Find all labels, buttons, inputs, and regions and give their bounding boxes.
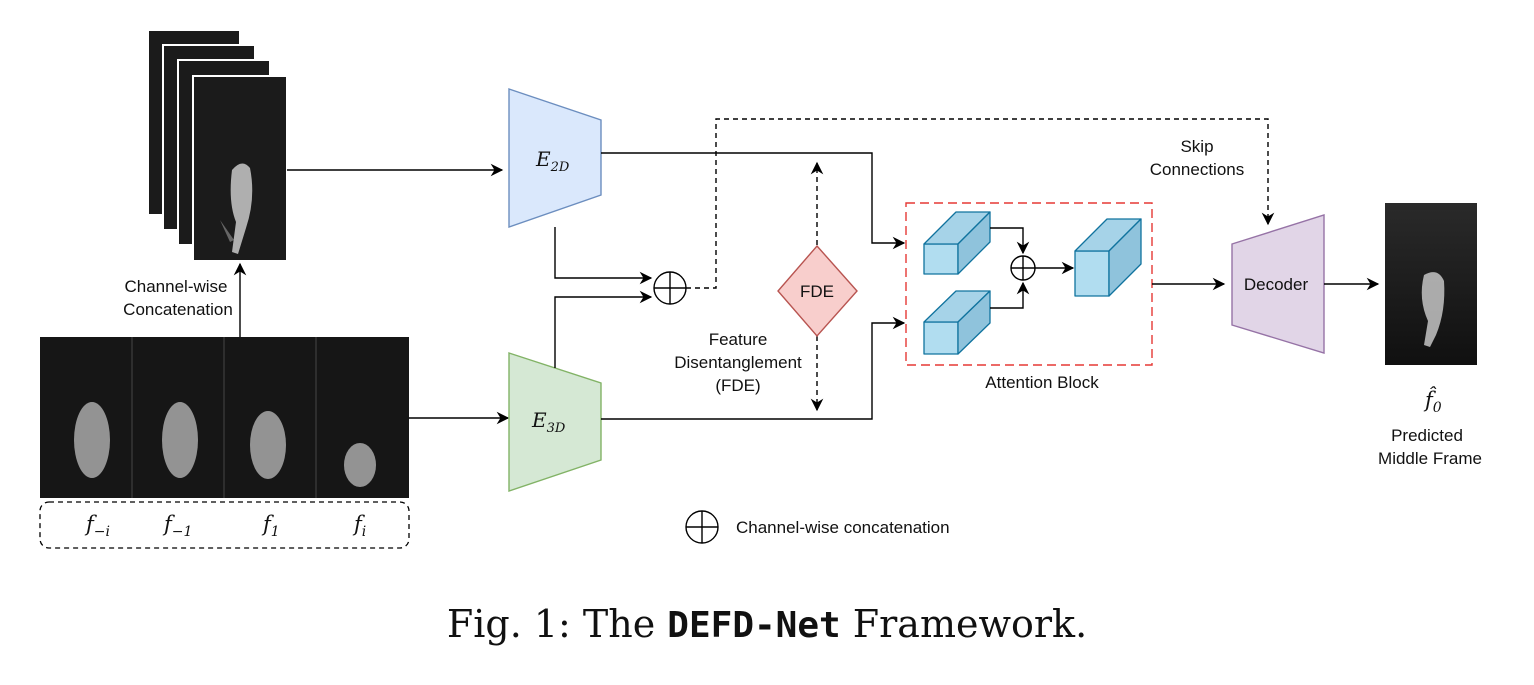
svg-text:E3D: E3D xyxy=(531,408,566,436)
predicted-label-line1: Predicted xyxy=(1391,426,1463,445)
attention-sum-symbol xyxy=(1010,255,1036,281)
e2d-encoder: E2D xyxy=(508,88,602,228)
output-symbol: f̂0 xyxy=(1423,387,1442,416)
concat-label-line1: Channel-wise xyxy=(125,277,228,296)
e3d-to-attention xyxy=(601,316,906,420)
predicted-label-line2: Middle Frame xyxy=(1378,449,1482,468)
frame-label: f1 xyxy=(261,512,280,540)
frame-label: fi xyxy=(352,512,366,540)
fde-diamond: FDE xyxy=(777,244,858,338)
attention-block-label: Attention Block xyxy=(985,373,1099,392)
feature-label-line3: (FDE) xyxy=(715,376,760,395)
frame-label: f−1 xyxy=(162,512,192,540)
feature-label-line2: Disentanglement xyxy=(674,353,802,372)
concat-label-line2: Concatenation xyxy=(123,300,233,319)
e3d-to-concat xyxy=(554,290,653,368)
predicted-frame-image xyxy=(1385,203,1477,365)
attention-cube xyxy=(923,290,991,355)
frame-labels: f−i f−1 f1 fi xyxy=(84,512,366,540)
e2d-to-concat xyxy=(554,227,653,285)
frame-label: f−i xyxy=(84,512,110,540)
svg-text:Decoder: Decoder xyxy=(1244,275,1309,294)
e3d-encoder: E3D xyxy=(508,352,602,492)
skip-label-line1: Skip xyxy=(1180,137,1213,156)
decoder: Decoder xyxy=(1231,214,1325,354)
skip-connection-path xyxy=(686,118,1275,289)
skip-label-line2: Connections xyxy=(1150,160,1245,179)
feature-label-line1: Feature xyxy=(709,330,768,349)
cube1-to-sum xyxy=(990,227,1030,255)
cube2-to-sum xyxy=(990,281,1030,309)
legend-label: Channel-wise concatenation xyxy=(736,518,950,537)
input-frames-image xyxy=(40,337,409,498)
attention-cube xyxy=(1074,218,1142,297)
svg-text:E2D: E2D xyxy=(535,147,570,175)
frame-labels-box xyxy=(39,501,410,549)
stacked-frames-image xyxy=(147,29,288,262)
legend-concat-symbol xyxy=(685,510,719,544)
figure-caption: Fig. 1: The DEFD-Net Framework. xyxy=(447,602,1087,646)
svg-text:FDE: FDE xyxy=(800,282,834,301)
concat-symbol xyxy=(653,271,687,305)
attention-cube xyxy=(923,211,991,275)
e2d-to-attention xyxy=(601,152,906,250)
